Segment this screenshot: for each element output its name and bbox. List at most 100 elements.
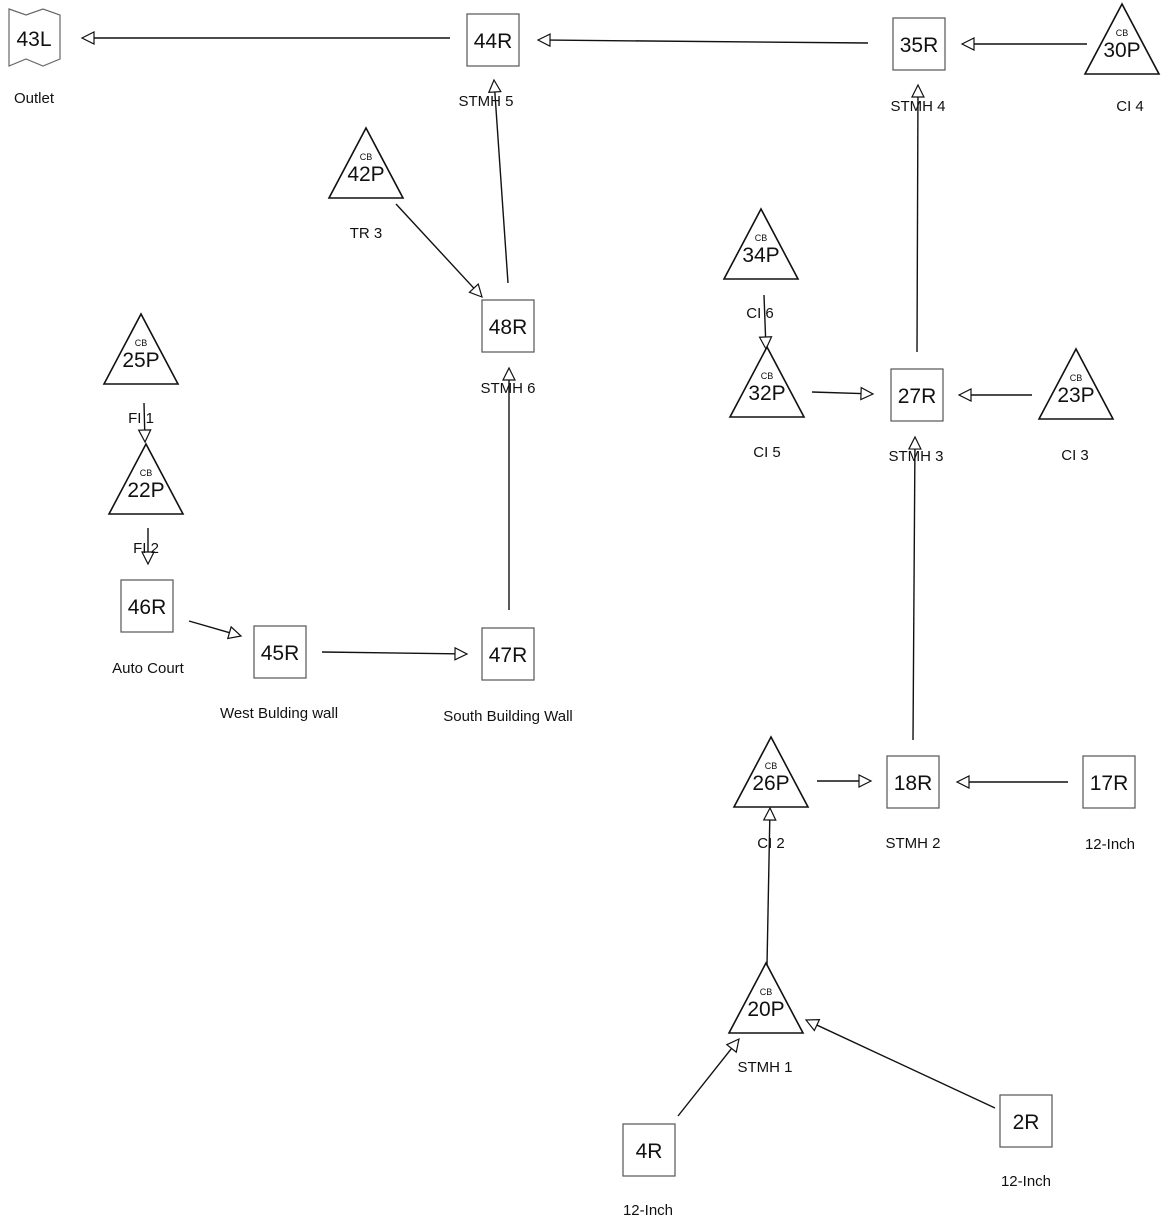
node-2R[interactable]: 2R 12-Inch xyxy=(999,1094,1053,1190)
node-id: 2R xyxy=(1013,1111,1040,1134)
link-line xyxy=(188,620,230,634)
link-line xyxy=(549,39,869,44)
catch-basin-tag: CB xyxy=(755,233,768,243)
link-2R-to-20P xyxy=(804,1018,996,1109)
node-id: 43L xyxy=(16,28,51,51)
link-23P-to-27R xyxy=(957,388,1032,402)
link-line xyxy=(395,203,475,289)
arrowhead-icon xyxy=(762,806,777,821)
node-id: 34P xyxy=(742,244,779,267)
node-label: FI 1 xyxy=(128,410,154,427)
catch-basin-triangle-icon xyxy=(107,442,185,515)
catch-basin-triangle-icon xyxy=(728,345,806,418)
arrowhead-icon xyxy=(858,774,873,788)
catch-basin-tag: CB xyxy=(135,338,148,348)
arrowhead-icon xyxy=(454,646,469,661)
node-id: 4R xyxy=(636,1140,663,1163)
link-34P-to-32P xyxy=(758,294,773,351)
catch-basin-tag: CB xyxy=(761,371,774,381)
node-label: 12-Inch xyxy=(623,1202,673,1219)
node-label: South Building Wall xyxy=(443,708,573,725)
reach-square-icon xyxy=(892,17,946,71)
arrowhead-icon xyxy=(758,336,773,351)
arrowhead-icon xyxy=(804,1018,821,1032)
catch-basin-tag: CB xyxy=(360,152,373,162)
node-label: STMH 1 xyxy=(737,1059,792,1076)
arrowhead-icon xyxy=(141,551,155,566)
catch-basin-triangle-icon xyxy=(732,735,810,808)
link-line xyxy=(321,651,456,655)
node-label: STMH 6 xyxy=(480,380,535,397)
reach-square-icon xyxy=(890,368,944,422)
node-label: West Bulding wall xyxy=(220,705,338,722)
link-46R-to-45R xyxy=(188,620,243,640)
arrowhead-icon xyxy=(226,625,243,640)
link-18R-to-27R xyxy=(907,435,922,741)
catch-basin-triangle-icon xyxy=(1083,2,1161,75)
catch-basin-tag: CB xyxy=(1116,28,1129,38)
node-label: CI 5 xyxy=(753,444,781,461)
catch-basin-triangle-icon xyxy=(722,207,800,280)
link-line xyxy=(912,448,916,741)
link-line xyxy=(811,391,862,395)
reach-square-icon xyxy=(120,579,174,633)
node-id: 26P xyxy=(752,772,789,795)
node-id: 47R xyxy=(489,644,528,667)
arrowhead-icon xyxy=(487,78,502,94)
catch-basin-tag: CB xyxy=(1070,373,1083,383)
arrowhead-icon xyxy=(536,33,551,48)
arrowhead-icon xyxy=(910,83,925,98)
link-line xyxy=(916,96,919,353)
node-4R[interactable]: 4R 12-Inch xyxy=(622,1123,676,1219)
node-id: 27R xyxy=(898,385,937,408)
node-label: STMH 4 xyxy=(890,98,945,115)
reach-square-icon xyxy=(481,299,535,353)
link-line xyxy=(143,402,146,431)
node-35R[interactable]: 35R STMH 4 xyxy=(890,17,946,115)
arrowhead-icon xyxy=(725,1037,740,1054)
arrowhead-icon xyxy=(860,386,875,401)
reach-square-icon xyxy=(481,627,535,681)
link-44R-to-43L xyxy=(80,31,450,45)
link-line xyxy=(766,819,771,966)
node-id: 32P xyxy=(748,382,785,405)
node-id: 46R xyxy=(128,596,167,619)
link-line xyxy=(816,1024,996,1109)
node-id: 20P xyxy=(747,998,784,1021)
link-line xyxy=(763,294,767,338)
link-line xyxy=(677,1047,733,1117)
link-20P-to-26P xyxy=(762,806,777,966)
link-35R-to-44R xyxy=(536,33,869,48)
node-47R[interactable]: 47R South Building Wall xyxy=(443,627,573,725)
node-id: 35R xyxy=(900,34,939,57)
link-line xyxy=(494,91,509,284)
node-label: 12-Inch xyxy=(1001,1173,1051,1190)
link-17R-to-18R xyxy=(955,775,1068,789)
link-47R-to-48R xyxy=(502,366,516,610)
node-label: CI 6 xyxy=(746,305,774,322)
node-id: 17R xyxy=(1090,772,1129,795)
catch-basin-tag: CB xyxy=(760,987,773,997)
arrowhead-icon xyxy=(907,435,922,450)
outlet-link-icon xyxy=(8,8,61,67)
reach-square-icon xyxy=(466,13,520,67)
catch-basin-tag: CB xyxy=(140,468,153,478)
